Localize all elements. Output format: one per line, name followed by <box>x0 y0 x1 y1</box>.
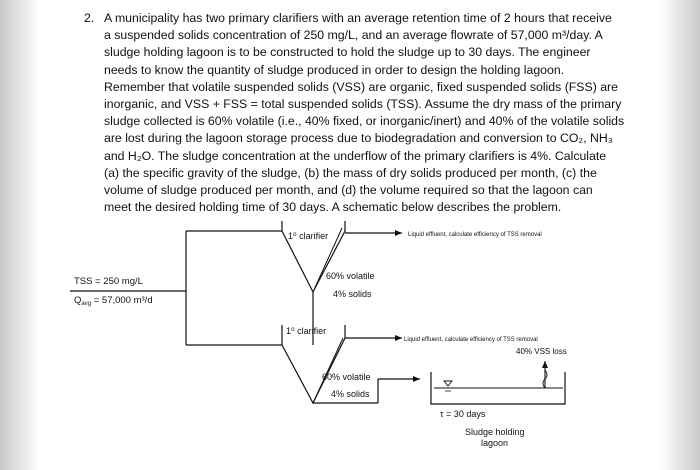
right-shadow <box>660 0 700 470</box>
clarifier-1-solids: 4% solids <box>333 289 372 299</box>
problem-statement: 2. A municipality has two primary clarif… <box>84 10 644 216</box>
effluent-2-label: Liquid effluent, calculate efficiency of… <box>404 337 538 343</box>
clarifier-1-volatile: 60% volatile <box>326 271 375 281</box>
retention-time-label: τ = 30 days <box>440 409 486 419</box>
clarifier-2-label: 1⁰ clarifier <box>286 326 326 336</box>
lagoon-basin <box>430 372 566 405</box>
clarifier-2-diagonal <box>312 337 344 404</box>
water-level-icon <box>443 380 453 392</box>
lagoon-title-line-1: Sludge holding <box>465 427 525 437</box>
clarifier-1-label: 1⁰ clarifier <box>288 231 328 241</box>
problem-number: 2. <box>84 11 95 25</box>
problem-text: A municipality has two primary clarifier… <box>104 11 625 215</box>
effluent-1-label: Liquid effluent, calculate efficiency of… <box>408 232 542 238</box>
gas-release-icon <box>542 361 548 389</box>
clarifier-2-solids: 4% solids <box>331 389 370 399</box>
lagoon-title-line-2: lagoon <box>481 438 508 448</box>
clarifier-1-diagonal <box>312 227 343 293</box>
left-shadow <box>0 0 40 470</box>
clarifier-2-volatile: 60% volatile <box>322 372 371 382</box>
vss-loss-label: 40% VSS loss <box>516 347 567 356</box>
inflow-flow-label: Qavg = 57,000 m³/d <box>74 295 153 307</box>
inflow-tss-label: TSS = 250 mg/L <box>74 276 143 287</box>
